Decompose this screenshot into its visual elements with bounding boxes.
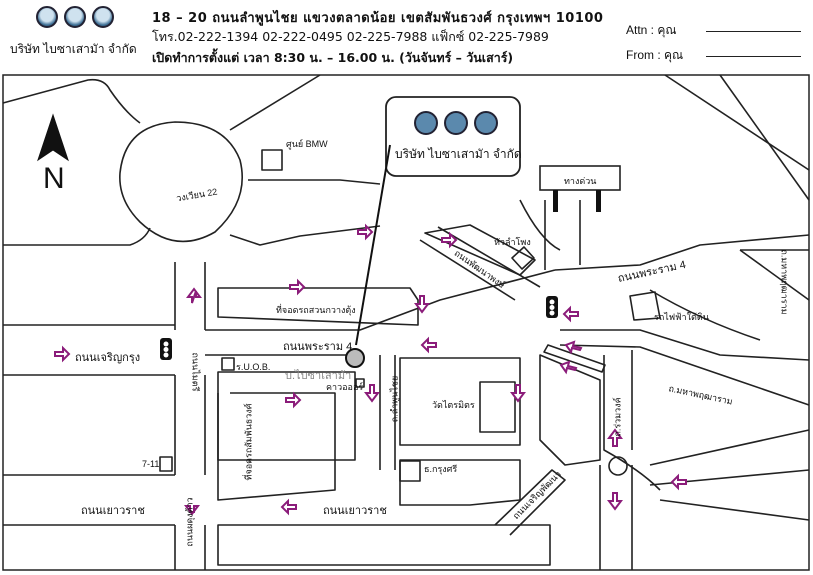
label-lamphunchai: ถ.ลำพูนไชย [389,375,400,423]
label-expressway: ทางด่วน [564,176,597,186]
label-mahapruettaram: ถ.มหาพฤฒาราม [779,249,790,315]
label-yaowarat-left: ถนนเยาวราช [81,505,145,517]
logo-circle-1 [36,6,58,28]
label-charoen-krung: ถนนเจริญกรุง [75,352,141,364]
traffic-light-right [546,296,558,318]
label-wat-traimit: วัดไตรมิตร [432,400,475,410]
label-hualamphong: หัวลำโพง [494,237,531,247]
bus-yard-block [217,287,419,326]
from-line [706,56,801,57]
label-bus-yard: ที่จอดรถสวนกวางตุ้ง [276,305,356,315]
logo-circle-2 [64,6,86,28]
logo-circle-3 [92,6,114,28]
company-name: บริษัท ไบซาเสามัา จำกัด [10,42,137,56]
hours-line: เปิดทำการตั้งแต่ เวลา 8:30 น. – 16.00 น.… [152,50,514,65]
label-maitri: ถนนไมตรี [190,352,201,392]
attn-line [706,31,801,32]
callout-logo [414,111,498,135]
label-seven-eleven: 7-11 [142,459,160,469]
label-parking-lot: ที่จอดรถสัมพันธวงศ์ [243,403,254,481]
label-phadungdao: ถนนผดุงด้าว [184,497,195,547]
phone-line: โทร.02-222-1394 02-222-0495 02-225-7988 … [152,29,549,44]
north-label: N [43,162,65,195]
roundabout [119,121,243,243]
label-ratchawong: ถ.ร่วมวงค์ [612,397,623,437]
from-label: From : คุณ [626,48,684,62]
company-callout [385,96,521,177]
label-bmw: ศูนย์ BMW [286,139,328,149]
label-suob: ร.U.O.B. [236,362,271,372]
callout-company-name: บริษัท ไบซาเสามัา จำกัด [395,147,522,161]
label-rama4-mid: ถนนพระราม 4 [283,341,353,353]
address-line: 18 – 20 ถนนลำพูนไชย แขวงตลาดน้อย เขตสัมพ… [152,11,604,26]
traffic-light-left [160,338,172,360]
north-arrow [37,113,69,162]
attn-label: Attn : คุณ [626,23,677,37]
label-kawoo: คาวอออร์ [326,382,364,392]
label-yaowarat-mid: ถนนเยาวราช [323,505,387,517]
label-company-pin: บ.ไบซาเสามัา [285,370,352,382]
label-rotfai: รถไฟฟ้าใต้ดิน [654,312,709,322]
label-bank: ธ.กรุงศรี [424,464,458,474]
traffic-arrows [54,223,687,516]
company-pin [345,348,365,368]
